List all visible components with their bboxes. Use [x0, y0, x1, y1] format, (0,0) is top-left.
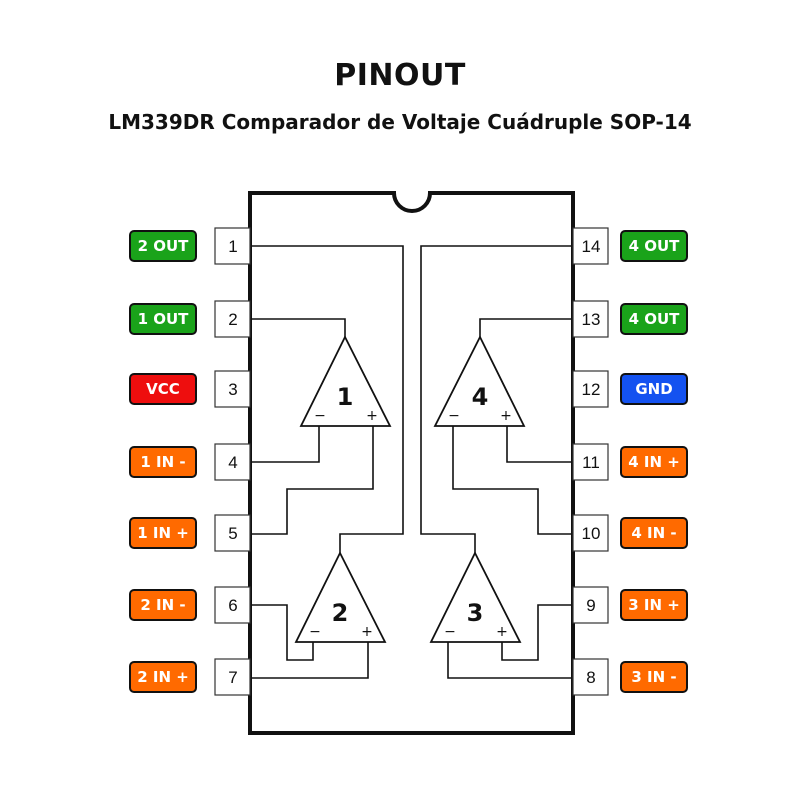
- page-title: PINOUT: [334, 58, 466, 93]
- noninverting-input-sign: +: [361, 624, 373, 640]
- pin-label-5: 1 IN +: [129, 517, 197, 549]
- pin-4: 4: [214, 443, 251, 481]
- pin-number: 5: [228, 524, 237, 543]
- pin-number: 7: [228, 668, 237, 687]
- noninverting-input-sign: +: [500, 408, 512, 424]
- wire-pin4: [252, 426, 320, 463]
- comparator-3: 3− +: [429, 550, 522, 643]
- inverting-input-sign: −: [314, 408, 326, 424]
- pin-label-12: GND: [620, 373, 688, 405]
- pin-box: [572, 586, 609, 624]
- pin-number: 9: [586, 596, 595, 615]
- comparator-number: 4: [472, 383, 489, 411]
- pin-number: 6: [228, 596, 237, 615]
- pin-6: 6: [214, 586, 251, 624]
- inverting-input-sign: −: [309, 624, 321, 640]
- noninverting-input-sign: +: [496, 624, 508, 640]
- pin-box: [572, 658, 609, 696]
- pin-7: 7: [214, 658, 251, 696]
- wire-pin6: [252, 604, 314, 661]
- comparator-number: 1: [337, 383, 354, 411]
- internal-wiring: [252, 245, 571, 679]
- pin-9: 9: [572, 586, 609, 624]
- comparator-2: 2− +: [294, 550, 387, 643]
- pin-box: [572, 443, 609, 481]
- pin-box: [572, 514, 609, 552]
- comparator-number: 2: [332, 599, 349, 627]
- pin-label-11: 4 IN +: [620, 446, 688, 478]
- pin-label-1: 2 OUT: [129, 230, 197, 262]
- pin-number: 14: [582, 237, 601, 256]
- wire-pin14: [420, 245, 571, 553]
- pin-box: [572, 300, 609, 338]
- pin-label-3: VCC: [129, 373, 197, 405]
- comparator-number: 3: [467, 599, 484, 627]
- pin-number: 13: [582, 310, 601, 329]
- pin-box: [214, 514, 251, 552]
- pin-10: 10: [572, 514, 609, 552]
- pin-label-7: 2 IN +: [129, 661, 197, 693]
- pin-number: 2: [228, 310, 237, 329]
- pin-box: [214, 300, 251, 338]
- pin-number: 1: [228, 237, 237, 256]
- wire-pin2: [252, 318, 346, 337]
- pin-8: 8: [572, 658, 609, 696]
- pin-label-6: 2 IN -: [129, 589, 197, 621]
- pin-box: [214, 443, 251, 481]
- wire-pin8: [447, 642, 571, 679]
- wire-pin10: [452, 426, 571, 535]
- comparator-triangle: [294, 550, 387, 643]
- pin-box: [572, 370, 609, 408]
- noninverting-input-sign: +: [366, 408, 378, 424]
- wire-pin5: [252, 426, 374, 535]
- comparator-triangle: [299, 334, 392, 427]
- pin-number: 10: [582, 524, 601, 543]
- pin-13: 13: [572, 300, 609, 338]
- comparator-triangle: [433, 334, 526, 427]
- pin-12: 12: [572, 370, 609, 408]
- pin-1: 1: [214, 227, 251, 265]
- comparators: 1−+4−+2−+3−+: [294, 334, 526, 643]
- pin-label-13: 4 OUT: [620, 303, 688, 335]
- pin-number: 4: [228, 453, 237, 472]
- wire-pin7: [252, 642, 369, 679]
- inverting-input-sign: −: [444, 624, 456, 640]
- ic-body: [248, 191, 575, 735]
- pin-label-9: 3 IN +: [620, 589, 688, 621]
- pin-14: 14: [572, 227, 609, 265]
- pin-3: 3: [214, 370, 251, 408]
- wire-pin9: [501, 604, 571, 661]
- pin-box: [572, 227, 609, 265]
- pin-box: [214, 586, 251, 624]
- pin-number: 12: [582, 380, 601, 399]
- pin-5: 5: [214, 514, 251, 552]
- inverting-input-sign: −: [448, 408, 460, 424]
- wire-pin11: [506, 426, 571, 463]
- pin-number: 3: [228, 380, 237, 399]
- pin-number: 8: [586, 668, 595, 687]
- page-subtitle: LM339DR Comparador de Voltaje Cuádruple …: [108, 110, 692, 134]
- comparator-1: 1− +: [299, 334, 392, 427]
- pin-label-4: 1 IN -: [129, 446, 197, 478]
- pin-number: 11: [582, 453, 600, 472]
- wire-pin13: [479, 318, 571, 337]
- pin-box: [214, 370, 251, 408]
- pin-2: 2: [214, 300, 251, 338]
- pin-label-10: 4 IN -: [620, 517, 688, 549]
- comparator-triangle: [429, 550, 522, 643]
- pin-box: [214, 227, 251, 265]
- pin-box: [214, 658, 251, 696]
- comparator-4: 4− +: [433, 334, 526, 427]
- pin-11: 11: [572, 443, 609, 481]
- pin-label-14: 4 OUT: [620, 230, 688, 262]
- wire-pin1: [252, 245, 404, 553]
- pin-label-2: 1 OUT: [129, 303, 197, 335]
- pin-label-8: 3 IN -: [620, 661, 688, 693]
